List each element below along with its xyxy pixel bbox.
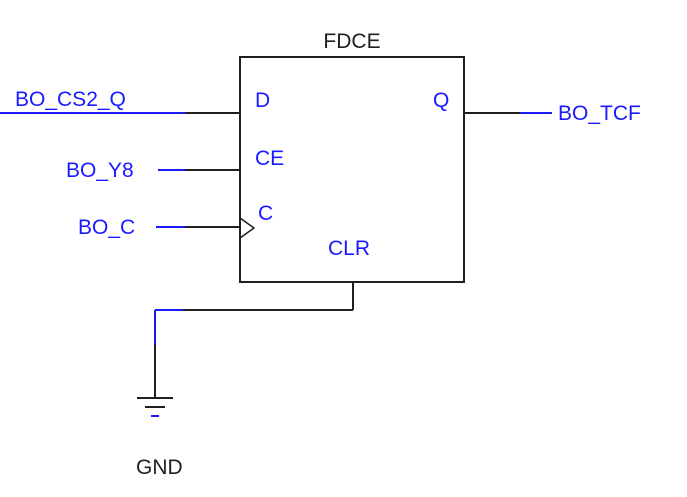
net-label-d: BO_CS2_Q xyxy=(15,88,126,111)
pin-label-c: C xyxy=(258,202,273,225)
ground-icon xyxy=(137,397,173,417)
pin-label-clr: CLR xyxy=(328,237,370,260)
pin-label-q: Q xyxy=(433,89,449,112)
net-label-c: BO_C xyxy=(78,216,135,239)
ground-label: GND xyxy=(136,456,183,479)
net-label-ce: BO_Y8 xyxy=(66,159,134,182)
pin-label-ce: CE xyxy=(255,147,284,170)
component-title: FDCE xyxy=(323,30,380,53)
pin-label-d: D xyxy=(255,89,270,112)
clock-input-triangle xyxy=(239,217,256,239)
net-label-q: BO_TCF xyxy=(558,102,641,125)
